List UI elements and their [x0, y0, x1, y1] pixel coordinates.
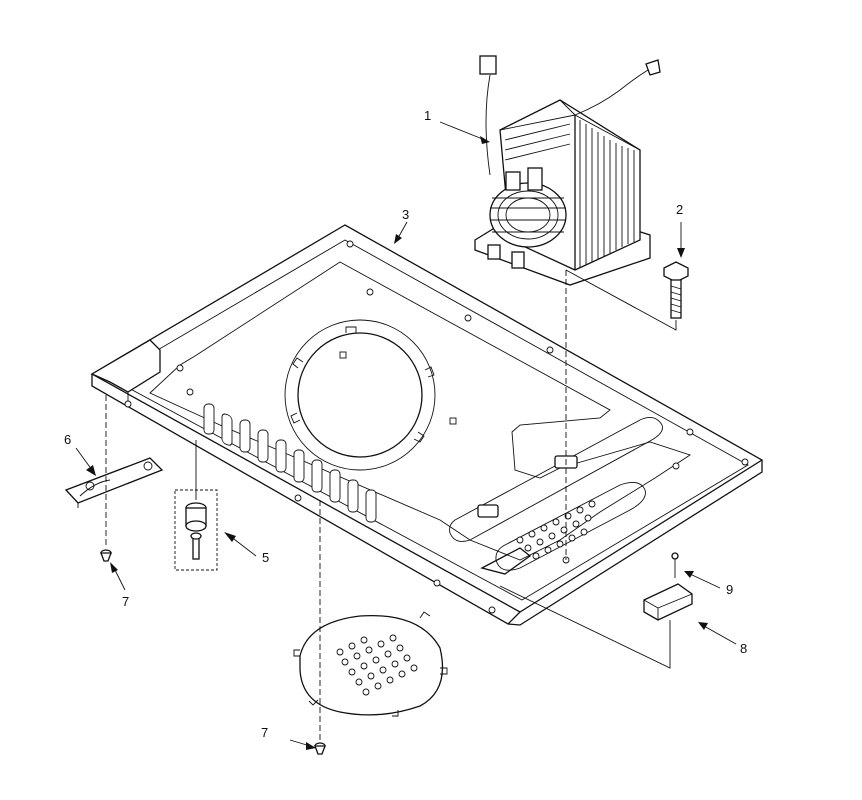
assembly-lines [75, 121, 737, 750]
foot-assembly-part-5 [174, 489, 218, 571]
callout-3: 3 [402, 207, 409, 222]
callout-6: 6 [64, 432, 71, 447]
lead-holder-part-8 [643, 583, 693, 621]
screw-part-7-left [100, 549, 112, 562]
callout-7-left: 7 [122, 594, 129, 609]
turntable-ring [284, 319, 436, 471]
callout-labels: 1 2 3 5 6 7 7 8 9 [64, 108, 747, 740]
screw-part-7-bottom [314, 742, 326, 755]
bracket-part-6 [64, 457, 164, 508]
vent-slots [203, 403, 377, 523]
callout-9: 9 [726, 582, 733, 597]
cover-perforation [336, 634, 418, 696]
callout-7-bottom: 7 [261, 725, 268, 740]
callout-2: 2 [676, 202, 683, 217]
perforation-holes [516, 500, 596, 560]
base-plate [90, 224, 764, 626]
callout-1: 1 [424, 108, 431, 123]
callout-8: 8 [740, 641, 747, 656]
round-screen-cover [293, 611, 448, 717]
screw-part-9 [671, 552, 679, 578]
transformer [474, 55, 661, 286]
callout-5: 5 [262, 550, 269, 565]
screw-part-2 [565, 261, 689, 331]
